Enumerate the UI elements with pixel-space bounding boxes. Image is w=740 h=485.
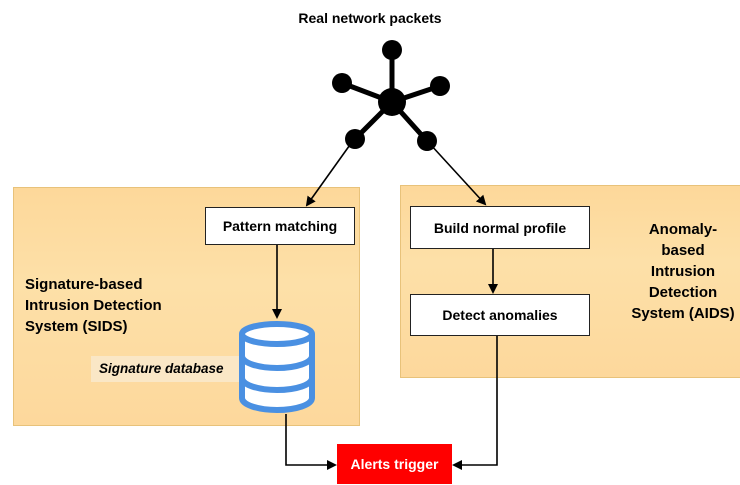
sids-label-line: Signature-based xyxy=(25,276,143,293)
signature-database-label: Signature database xyxy=(99,361,224,376)
arrow-hub-to-pattern xyxy=(305,141,353,207)
arrow-hub-to-profile xyxy=(429,143,487,206)
sids-label-line: System (SIDS) xyxy=(25,318,128,335)
arrow-detect-to-alerts xyxy=(452,336,498,470)
aids-label-line: Anomaly- xyxy=(648,221,718,238)
diagram-title: Real network packets xyxy=(298,10,442,26)
aids-label: Anomaly- based Intrusion Detection Syste… xyxy=(630,219,736,324)
alerts-trigger-box: Alerts trigger xyxy=(337,444,452,484)
pattern-matching-box: Pattern matching xyxy=(205,207,355,245)
signature-database-highlight xyxy=(91,356,247,382)
aids-label-line: Intrusion xyxy=(650,263,716,280)
aids-label-line: Detection xyxy=(648,284,718,301)
aids-label-line: based xyxy=(661,242,705,259)
detect-anomalies-box: Detect anomalies xyxy=(410,294,590,336)
aids-label-line: System (AIDS) xyxy=(631,305,735,322)
database-icon xyxy=(239,321,315,413)
build-normal-profile-box: Build normal profile xyxy=(410,206,590,249)
sids-label-line: Intrusion Detection xyxy=(25,297,162,314)
arrow-database-to-alerts xyxy=(285,414,337,470)
sids-label: Signature-based Intrusion Detection Syst… xyxy=(25,274,162,337)
